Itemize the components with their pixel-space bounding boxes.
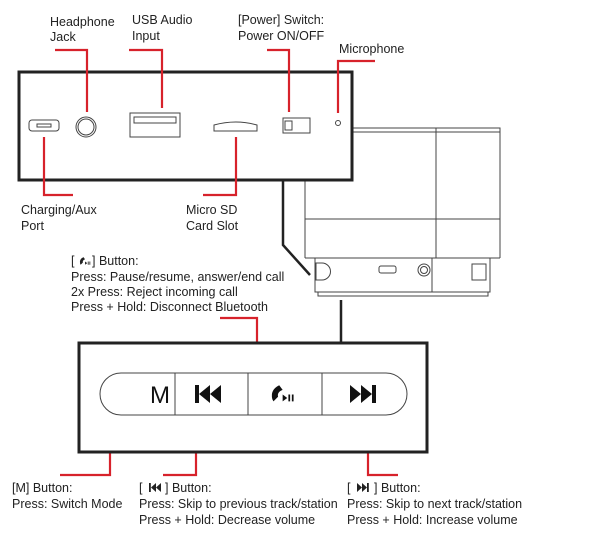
callout-lines (42, 48, 398, 477)
play-title-open: [ (71, 254, 75, 268)
play-desc-3: Press + Hold: Disconnect Bluetooth (71, 300, 268, 314)
charging-label: Charging/Aux (21, 203, 97, 217)
prev-title-open: [ (139, 481, 143, 495)
phone-play-icon (271, 385, 294, 402)
next-desc-2: Press + Hold: Increase volume (347, 513, 518, 527)
headphone-jack[interactable] (75, 116, 97, 138)
prev-title-close: ] Button: (165, 481, 212, 495)
power-label-2: Power ON/OFF (238, 29, 324, 43)
m-desc-1: Press: Switch Mode (12, 497, 123, 511)
next-icon-small (357, 483, 369, 492)
sd-label: Micro SD (186, 203, 237, 217)
charging-label-2: Port (21, 219, 44, 233)
next-icon (350, 385, 376, 403)
connector-line (281, 180, 311, 276)
speaker-usb-port (378, 265, 397, 274)
charging-port[interactable] (28, 119, 60, 132)
phone-play-icon-small (79, 257, 91, 265)
sd-label-2: Card Slot (186, 219, 239, 233)
speaker-jack (417, 263, 431, 277)
m-button[interactable]: M (100, 373, 175, 415)
previous-button[interactable] (195, 385, 221, 403)
speaker-switch (471, 263, 487, 281)
play-desc-1: Press: Pause/resume, answer/end call (71, 270, 284, 284)
previous-icon (195, 385, 221, 403)
m-title: [M] Button: (12, 481, 72, 495)
next-title-close: ] Button: (374, 481, 421, 495)
power-switch[interactable] (282, 117, 311, 134)
sd-card-slot[interactable] (213, 121, 258, 132)
play-title-close: ] Button: (92, 254, 139, 268)
button-strip (99, 372, 408, 416)
play-desc-2: 2x Press: Reject incoming call (71, 285, 238, 299)
previous-icon-small (149, 483, 161, 492)
headphone-label: Headphone (50, 15, 115, 29)
next-title-open: [ (347, 481, 351, 495)
prev-desc-1: Press: Skip to previous track/station (139, 497, 338, 511)
play-call-button[interactable] (271, 385, 294, 402)
headphone-label-2: Jack (50, 30, 76, 44)
prev-desc-2: Press + Hold: Decrease volume (139, 513, 315, 527)
usb-label-2: Input (132, 29, 160, 43)
m-button-label: M (150, 382, 170, 409)
button-panel (77, 341, 429, 454)
next-desc-1: Press: Skip to next track/station (347, 497, 522, 511)
usb-label: USB Audio (132, 13, 193, 27)
next-button[interactable] (350, 385, 376, 403)
rear-panel (17, 70, 354, 182)
microphone-label: Microphone (339, 42, 404, 56)
speaker-body (281, 127, 501, 343)
usb-port[interactable] (129, 112, 181, 138)
power-label: [Power] Switch: (238, 13, 324, 27)
microphone (335, 120, 341, 126)
